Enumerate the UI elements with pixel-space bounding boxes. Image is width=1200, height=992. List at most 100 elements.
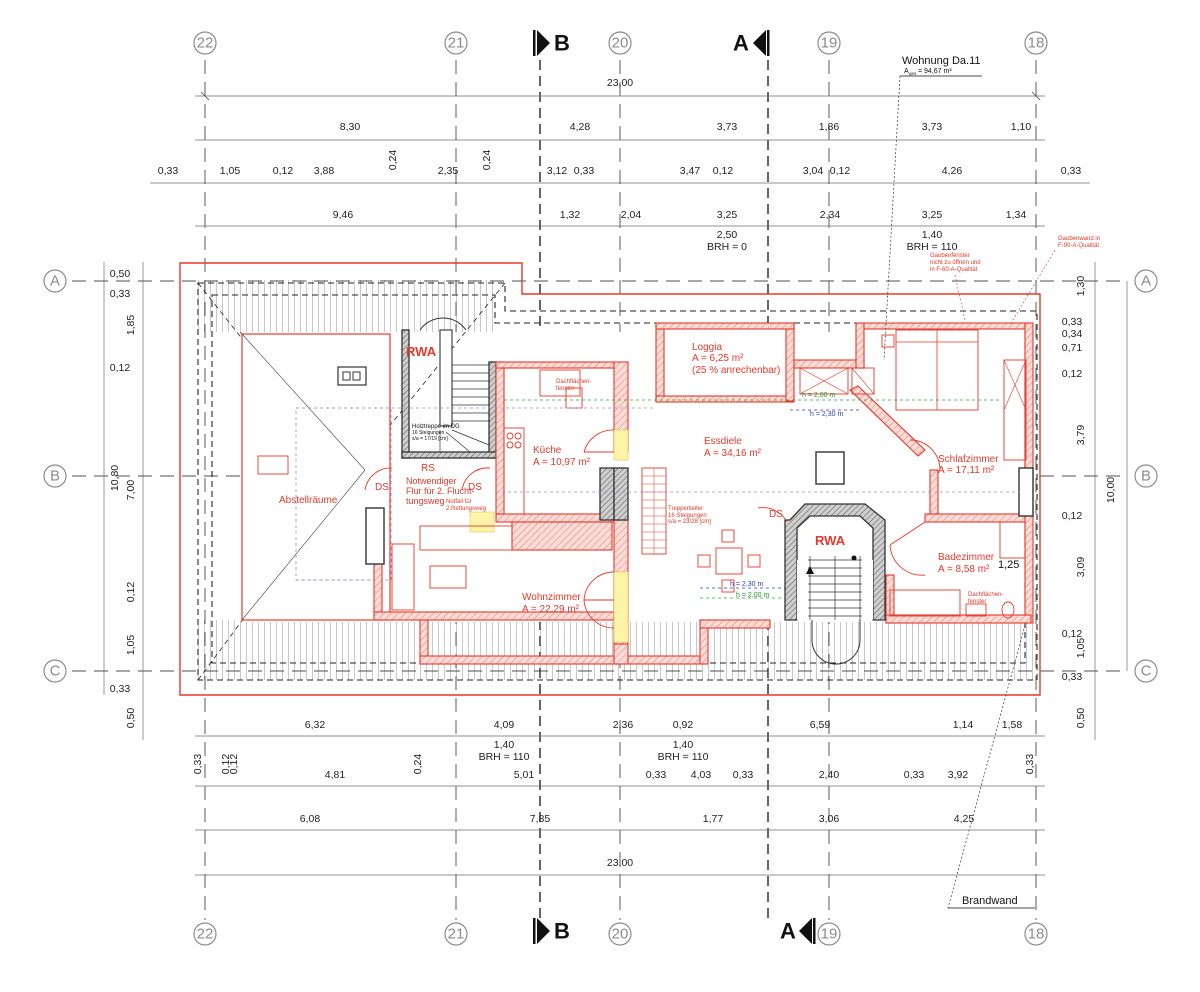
svg-text:h = 2,30 m: h = 2,30 m [730, 581, 763, 588]
svg-text:1,40: 1,40 [673, 739, 694, 751]
brandwand-label: Brandwand [962, 895, 1018, 907]
svg-text:A = 10,97 m²: A = 10,97 m² [533, 457, 591, 468]
svg-text:3,12: 3,12 [547, 165, 568, 177]
svg-text:RWA: RWA [406, 344, 437, 359]
svg-text:8,30: 8,30 [340, 121, 361, 133]
axis-20-top: 20 [608, 31, 632, 55]
svg-text:0,50: 0,50 [110, 268, 131, 280]
svg-text:Notfall für: Notfall für [446, 499, 472, 505]
svg-text:Gaubenwand in: Gaubenwand in [1058, 236, 1100, 242]
svg-text:6,59: 6,59 [810, 719, 831, 731]
axis-19-top: 19 [817, 31, 841, 55]
svg-text:2.Rettungsweg: 2.Rettungsweg [446, 506, 486, 512]
svg-text:23,00: 23,00 [607, 77, 633, 89]
svg-text:3,73: 3,73 [717, 121, 738, 133]
svg-text:9,46: 9,46 [333, 209, 354, 221]
svg-text:1,85: 1,85 [125, 315, 137, 336]
svg-text:0,12: 0,12 [1062, 368, 1083, 380]
svg-text:0,33: 0,33 [110, 288, 131, 300]
dims-windows-bottom: 1,40 BRH = 110 1,40 BRH = 110 [479, 739, 709, 763]
svg-text:Flur für 2. Flucht-: Flur für 2. Flucht- [406, 486, 475, 496]
svg-text:3,25: 3,25 [922, 209, 943, 221]
svg-text:20: 20 [612, 926, 629, 943]
axis-labels-bottom: 22 21 20 19 18 [193, 922, 1048, 946]
room-kueche: Küche A = 10,97 m² [533, 445, 591, 468]
svg-text:3,92: 3,92 [948, 769, 969, 781]
svg-text:BRH = 110: BRH = 110 [907, 241, 958, 253]
room-loggia: Loggia A = 6,25 m² (25 % anrechenbar) [692, 342, 780, 376]
svg-text:= 94,67 m²: = 94,67 m² [918, 68, 952, 75]
svg-text:A = 34,16 m²: A = 34,16 m² [704, 448, 762, 459]
svg-text:Küche: Küche [533, 445, 562, 456]
svg-text:Wohnzimmer: Wohnzimmer [522, 592, 581, 603]
svg-text:Notwendiger: Notwendiger [406, 476, 457, 486]
svg-text:0,33: 0,33 [904, 769, 925, 781]
section-b-top: B [533, 30, 570, 56]
room-essdiele: Essdiele A = 34,16 m² [704, 436, 762, 459]
svg-text:1,34: 1,34 [1006, 209, 1027, 221]
svg-text:s/a = 23/28 [cm]: s/a = 23/28 [cm] [668, 519, 711, 525]
svg-text:3,88: 3,88 [314, 165, 335, 177]
svg-text:4,28: 4,28 [570, 121, 591, 133]
svg-text:Dachflächen-: Dachflächen- [556, 379, 591, 385]
svg-text:Schlafzimmer: Schlafzimmer [938, 454, 999, 465]
axis-18-top: 18 [1024, 31, 1048, 55]
room-wohnzimmer: Wohnzimmer A = 22,29 m² [522, 592, 581, 615]
axis-b-right: B [1134, 464, 1158, 488]
svg-text:1,40: 1,40 [922, 229, 943, 241]
dims-bottom-row2: 0,33 0,12 0,12 4,81 0,24 5,01 0,33 4,03 … [192, 754, 1045, 787]
svg-text:4,09: 4,09 [494, 719, 515, 731]
svg-text:22: 22 [197, 35, 214, 52]
svg-text:1,10: 1,10 [1011, 121, 1032, 133]
svg-text:RS: RS [421, 463, 435, 474]
svg-text:Holztreppe im DG: Holztreppe im DG [412, 424, 460, 430]
svg-text:h = 2,30 m: h = 2,30 m [810, 411, 843, 418]
svg-text:1,05: 1,05 [125, 635, 137, 656]
svg-text:5,01: 5,01 [514, 769, 535, 781]
dims-right: 10,00 1,30 0,33 0,34 0,71 0,12 3,79 0,12… [1062, 262, 1128, 740]
svg-text:A = 6,25 m²: A = 6,25 m² [692, 353, 744, 364]
svg-text:nicht zu öffnen und: nicht zu öffnen und [930, 260, 981, 266]
dims-top-row3: 9,46 1,32 2,04 3,25 2,34 3,25 1,34 [195, 209, 1045, 227]
axis-labels-left: A B C [43, 269, 67, 683]
svg-text:19: 19 [821, 35, 838, 52]
axis-18-bottom: 18 [1024, 922, 1048, 946]
abstellraeume-area: Abstellräume [241, 333, 392, 621]
axis-22-top: 22 [193, 31, 217, 55]
svg-text:A: A [733, 31, 749, 56]
misc-labels: RWA RWA RS DS DS DS Notwendiger Flur für… [375, 236, 1100, 605]
svg-text:A = 17,11 m²: A = 17,11 m² [938, 465, 995, 476]
svg-text:0,33: 0,33 [646, 769, 667, 781]
svg-text:1,77: 1,77 [703, 813, 724, 825]
svg-text:2,34: 2,34 [820, 209, 841, 221]
svg-text:0,12: 0,12 [1062, 510, 1083, 522]
svg-text:7,85: 7,85 [530, 813, 551, 825]
svg-text:A = 8,58 m²: A = 8,58 m² [938, 564, 990, 575]
svg-text:F-90-A-Qualität: F-90-A-Qualität [1058, 243, 1099, 249]
section-b-bottom: B [533, 918, 570, 944]
svg-text:RWA: RWA [815, 533, 846, 548]
svg-text:2,50: 2,50 [717, 229, 738, 241]
svg-text:DS: DS [375, 482, 389, 493]
svg-text:22: 22 [197, 926, 214, 943]
svg-text:3,09: 3,09 [1075, 557, 1087, 578]
svg-text:3,25: 3,25 [717, 209, 738, 221]
svg-text:1,25: 1,25 [998, 559, 1019, 571]
dims-windows-top: 2,50 BRH = 0 1,40 BRH = 110 [707, 229, 958, 253]
svg-text:0,33: 0,33 [110, 683, 131, 695]
svg-text:A: A [1141, 273, 1151, 290]
svg-text:DS: DS [769, 509, 783, 520]
stairs-left [419, 317, 490, 453]
svg-text:0,12: 0,12 [273, 165, 294, 177]
axis-a-right: A [1134, 269, 1158, 293]
svg-text:0,71: 0,71 [1062, 342, 1083, 354]
svg-text:6,08: 6,08 [300, 813, 321, 825]
svg-text:1,58: 1,58 [1002, 719, 1023, 731]
svg-text:Treppenleiter: Treppenleiter [668, 506, 703, 512]
svg-text:A: A [780, 919, 796, 944]
svg-text:(25 % anrechenbar): (25 % anrechenbar) [692, 365, 780, 376]
svg-text:2,40: 2,40 [819, 769, 840, 781]
svg-text:Badezimmer: Badezimmer [938, 552, 995, 563]
dims-left: 10,80 0,50 0,33 1,85 0,12 7,00 0,12 1,05… [103, 262, 144, 740]
axis-c-right: C [1134, 659, 1158, 683]
